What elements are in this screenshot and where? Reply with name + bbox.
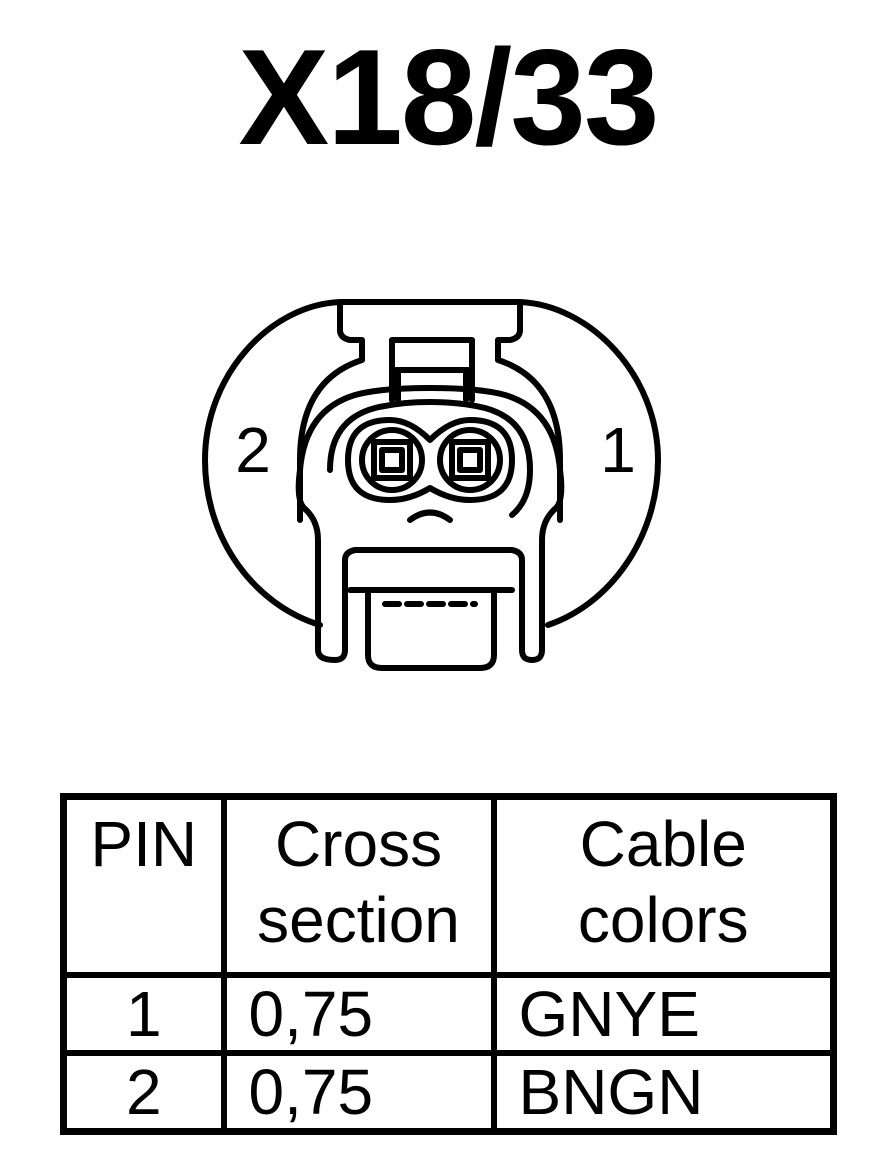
header-pin-label: PIN xyxy=(90,808,198,880)
header-cross-line1: Cross xyxy=(274,808,443,880)
connector-face-diagram: 2 1 xyxy=(202,299,661,671)
cell-pin: 2 xyxy=(60,1050,227,1135)
header-cable-colors: Cable colors xyxy=(490,793,837,978)
lower-notch xyxy=(407,509,453,523)
inner-housing xyxy=(295,385,565,663)
header-cross-line2: section xyxy=(257,884,460,956)
cell-pin: 1 xyxy=(60,972,227,1056)
header-colors-line1: Cable xyxy=(579,808,747,880)
cell-cross-section: 0,75 xyxy=(220,1050,497,1135)
cell-cross-section: 0,75 xyxy=(220,972,497,1056)
header-cross-section: Cross section xyxy=(220,793,497,978)
pin-assignment-table: PIN Cross section Cable colors 1 0,75 GN… xyxy=(60,793,837,1135)
socket-ring-pin-1 xyxy=(437,427,503,493)
table-row: 1 0,75 GNYE xyxy=(60,972,837,1056)
latch-outer xyxy=(297,299,563,523)
contact-pin-2-inner xyxy=(379,447,405,473)
connector-title: X18/33 xyxy=(238,21,659,173)
pin-label-right: 1 xyxy=(600,414,636,486)
table-row: 2 0,75 BNGN xyxy=(60,1050,837,1135)
contact-pin-1-inner xyxy=(457,447,483,473)
bottom-tongue xyxy=(365,587,497,671)
table-header-row: PIN Cross section Cable colors xyxy=(60,793,837,978)
socket-ring-pin-2 xyxy=(359,427,425,493)
connector-outer-body xyxy=(202,299,661,628)
socket-body xyxy=(345,417,515,503)
header-pin: PIN xyxy=(60,793,227,978)
pin-label-left: 2 xyxy=(235,414,271,486)
latch-window-lines xyxy=(389,367,475,403)
header-colors-line2: colors xyxy=(577,884,749,956)
latch-window xyxy=(389,337,475,373)
cell-cable-color: GNYE xyxy=(490,972,837,1056)
cell-cable-color: BNGN xyxy=(490,1050,837,1135)
contact-pin-2-outer xyxy=(371,439,413,481)
contact-pin-1-outer xyxy=(449,439,491,481)
inner-housing-inner-line xyxy=(327,399,533,518)
